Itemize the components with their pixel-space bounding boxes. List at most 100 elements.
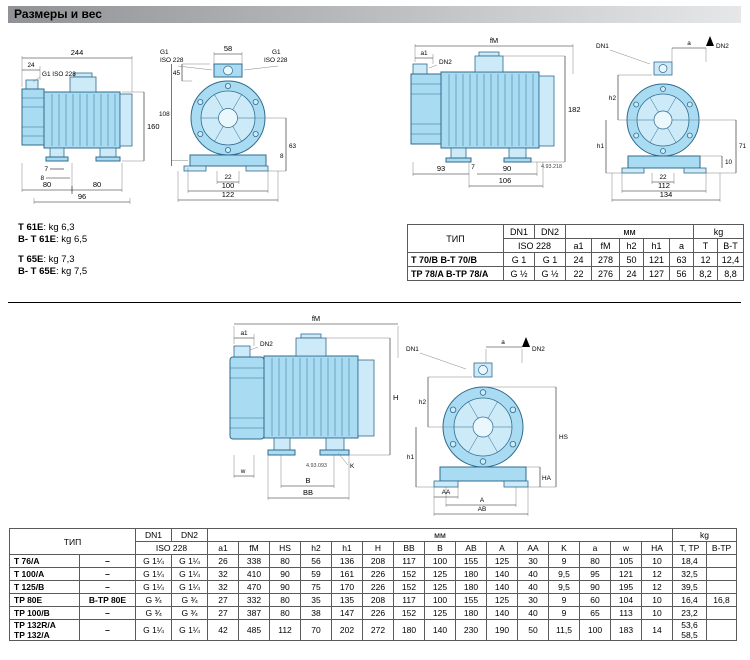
dim-label: HS [559,434,568,441]
cell: 40 [517,606,549,620]
cell: 125 [424,567,456,581]
cell: ТИП [9,528,136,555]
cell: 24 [565,252,592,267]
cell: 80 [269,554,301,568]
cell-line: TP 132/A [14,630,50,640]
cell: 32 [207,567,239,581]
cell: 56 [300,554,332,568]
cell: 9 [548,606,580,620]
cell: 155 [455,593,487,607]
cell: kg [672,528,737,542]
cell-line: TP 80E [14,595,43,605]
dim-label: fM [312,314,320,323]
cell: H [362,541,394,555]
port-label: ISO 228 [264,57,288,64]
figure-tp-side-view: fM a1 DN2 182 93 7 90 106 4.93.218 [410,36,581,188]
cell: G 1¼ [171,554,208,568]
dimension-lines [412,44,574,188]
cell: G 1¼ [135,619,172,641]
cell: 195 [610,580,642,594]
cell: HA [641,541,673,555]
cell: 63 [669,252,694,267]
dim-label: h1 [407,454,415,461]
cell: ISO 228 [503,238,566,253]
cell: 125 [486,593,518,607]
dim-label: 63 [289,143,297,150]
cell: ТИП [407,224,504,253]
dim-label: 90 [503,164,511,173]
cell: 208 [362,593,394,607]
cell: 226 [362,606,394,620]
cell: 9,5 [548,567,580,581]
cell: 180 [455,567,487,581]
dim-label: 22 [224,174,232,181]
cell: 226 [362,567,394,581]
cell-line: 16,4 [681,595,698,605]
cell: TP 80E [9,593,80,607]
cell: – [79,554,136,568]
cell: G 1¼ [171,580,208,594]
cell: fM [238,541,270,555]
port-label: G1 ISO 228 [42,71,76,78]
cell: 16,4 [672,593,707,607]
cell: G ½ [503,266,535,281]
cell: G 1¼ [171,619,208,641]
cell: 121 [643,252,670,267]
cell: 26 [207,554,239,568]
cell: 155 [455,554,487,568]
cell: kg [693,224,744,239]
dim-label: 122 [222,190,235,199]
cell: – [79,567,136,581]
cell: fM [591,238,620,253]
pump-body [410,51,555,163]
port-label: DN2 [532,346,545,353]
dim-label: BB [303,488,313,497]
cell: w [610,541,642,555]
dim-label: a1 [420,50,428,57]
weight-line: B- T 61E: kg 6,5 [18,234,87,246]
cell: 125 [424,580,456,594]
cell: 202 [331,619,363,641]
cell: h1 [643,238,670,253]
cell: G ¾ [135,606,172,620]
dim-label: HA [542,475,552,482]
cell: 90 [269,580,301,594]
cell: 117 [393,554,425,568]
dim-label: a1 [240,330,248,337]
cell: G 1¼ [135,580,172,594]
dimensions-table-top: ТИП DN1 DN2 мм kg ISO 228 a1 fM h2 h1 a … [407,224,744,281]
cell: 80 [269,593,301,607]
cell: 152 [393,580,425,594]
cell: DN2 [171,528,208,542]
dim-label: 112 [658,181,670,190]
cell: T [693,238,718,253]
dim-label: 244 [71,48,84,57]
cell: 56 [669,266,694,281]
cell: 27 [207,606,239,620]
pump-body [433,362,529,488]
table-row: T 70/B B-T 70/B G 1 G 1 24 278 50 121 63… [407,252,744,267]
weight-notes: T 61E: kg 6,3 B- T 61E: kg 6,5 T 65E: kg… [18,222,87,278]
cell: 485 [238,619,270,641]
cell: 95 [579,567,611,581]
dim-label: 22 [659,174,667,181]
cell-line: T 76/A [14,556,40,566]
cell: 152 [393,606,425,620]
cell: 11,5 [548,619,580,641]
cell: 10 [641,606,673,620]
pump-body [621,61,707,174]
dim-label: H [393,393,398,402]
cell: B [424,541,456,555]
dim-label: 134 [660,190,673,199]
cell: B-TP 80E [79,593,136,607]
dim-label: 108 [159,111,170,118]
port-label: DN1 [596,43,609,50]
pump-body [229,333,375,456]
cell: 30 [517,554,549,568]
dim-label: 24 [27,62,35,69]
cell: TP 100/B [9,606,80,620]
